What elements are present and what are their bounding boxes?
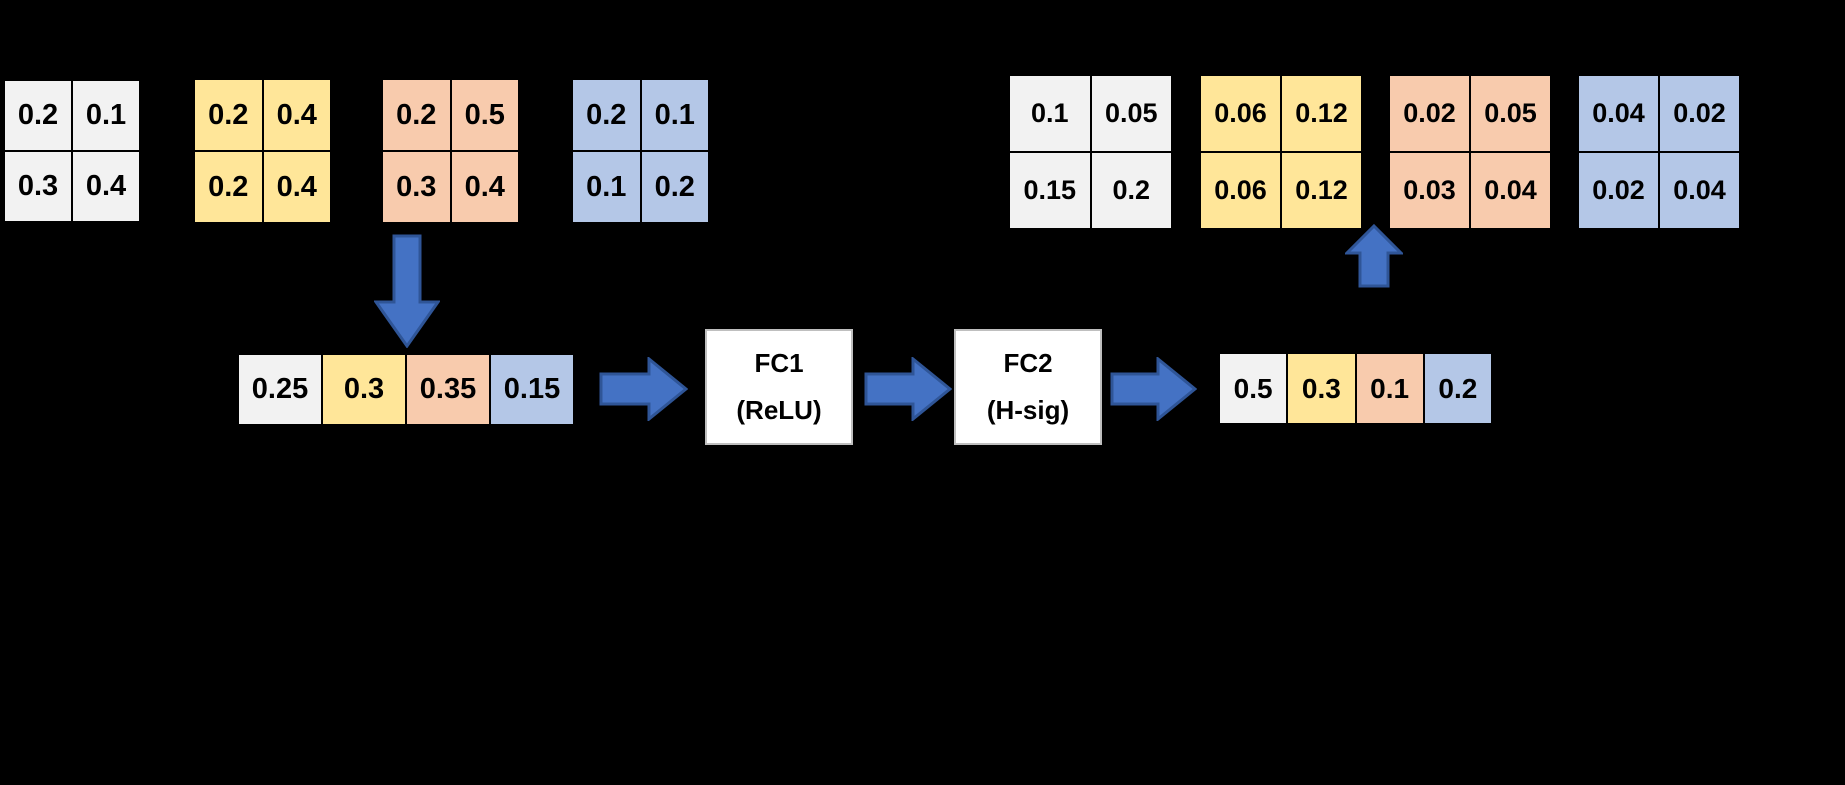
matrix-cell: 0.02	[1578, 152, 1659, 229]
matrix-cell: 0.2	[194, 151, 263, 223]
matrix-cell: 0.2	[4, 80, 72, 151]
matrix-cell: 0.02	[1659, 75, 1740, 152]
matrix-cell: 0.06	[1200, 152, 1281, 229]
matrix-cell: 0.04	[1470, 152, 1551, 229]
vector-cell: 0.3	[1287, 353, 1356, 424]
input-map-yellow: 0.2 0.4 0.2 0.4	[193, 78, 332, 224]
right-arrow-fc2-to-scale-icon	[1110, 357, 1197, 421]
right-arrow-fc1-to-fc2-icon	[864, 357, 952, 421]
matrix-cell: 0.05	[1090, 75, 1172, 152]
matrix-cell: 0.2	[1090, 152, 1172, 229]
fc1-title: FC1	[754, 347, 804, 378]
matrix-cell: 0.2	[194, 79, 263, 151]
input-map-gray: 0.2 0.1 0.3 0.4	[3, 79, 141, 223]
matrix-cell: 0.1	[1009, 75, 1091, 152]
vector-cell: 0.5	[1219, 353, 1288, 424]
matrix-cell: 0.2	[382, 79, 451, 151]
matrix-cell: 0.4	[262, 151, 331, 223]
fc2-title: FC2	[1003, 347, 1053, 378]
down-arrow-icon	[374, 234, 440, 348]
vector-cell: 0.2	[1423, 353, 1492, 424]
up-arrow-icon	[1345, 224, 1403, 288]
matrix-cell: 0.06	[1200, 75, 1281, 152]
matrix-cell: 0.04	[1659, 152, 1740, 229]
fc1-box: FC1 (ReLU)	[705, 329, 853, 445]
right-arrow-pool-to-fc1-icon	[599, 357, 688, 421]
matrix-cell: 0.4	[450, 151, 519, 223]
output-map-yellow: 0.06 0.12 0.06 0.12	[1199, 74, 1363, 230]
matrix-cell: 0.15	[1009, 152, 1091, 229]
matrix-cell: 0.2	[572, 79, 641, 151]
matrix-cell: 0.4	[72, 151, 140, 222]
matrix-cell: 0.12	[1281, 152, 1362, 229]
matrix-cell: 0.05	[1470, 75, 1551, 152]
fc2-subtitle: (H-sig)	[986, 395, 1070, 426]
matrix-cell: 0.02	[1389, 75, 1470, 152]
matrix-cell: 0.1	[572, 151, 641, 223]
output-map-gray: 0.1 0.05 0.15 0.2	[1008, 74, 1173, 230]
matrix-cell: 0.3	[382, 151, 451, 223]
vector-cell: 0.35	[406, 354, 490, 425]
matrix-cell: 0.2	[640, 151, 709, 223]
matrix-cell: 0.1	[72, 80, 140, 151]
vector-cell: 0.3	[322, 354, 406, 425]
matrix-cell: 0.03	[1389, 152, 1470, 229]
matrix-cell: 0.4	[262, 79, 331, 151]
output-map-orange: 0.02 0.05 0.03 0.04	[1388, 74, 1552, 230]
matrix-cell: 0.1	[640, 79, 709, 151]
input-map-blue: 0.2 0.1 0.1 0.2	[571, 78, 710, 224]
matrix-cell: 0.3	[4, 151, 72, 222]
vector-cell: 0.15	[490, 354, 574, 425]
vector-cell: 0.1	[1355, 353, 1424, 424]
vector-cell: 0.25	[238, 354, 322, 425]
matrix-cell: 0.5	[450, 79, 519, 151]
attention-vector: 0.5 0.3 0.1 0.2	[1218, 352, 1493, 425]
output-map-blue: 0.04 0.02 0.02 0.04	[1577, 74, 1741, 230]
matrix-cell: 0.04	[1578, 75, 1659, 152]
matrix-cell: 0.12	[1281, 75, 1362, 152]
input-map-orange: 0.2 0.5 0.3 0.4	[381, 78, 520, 224]
pooled-vector: 0.25 0.3 0.35 0.15	[237, 353, 575, 426]
fc2-box: FC2 (H-sig)	[954, 329, 1102, 445]
fc1-subtitle: (ReLU)	[736, 395, 822, 426]
